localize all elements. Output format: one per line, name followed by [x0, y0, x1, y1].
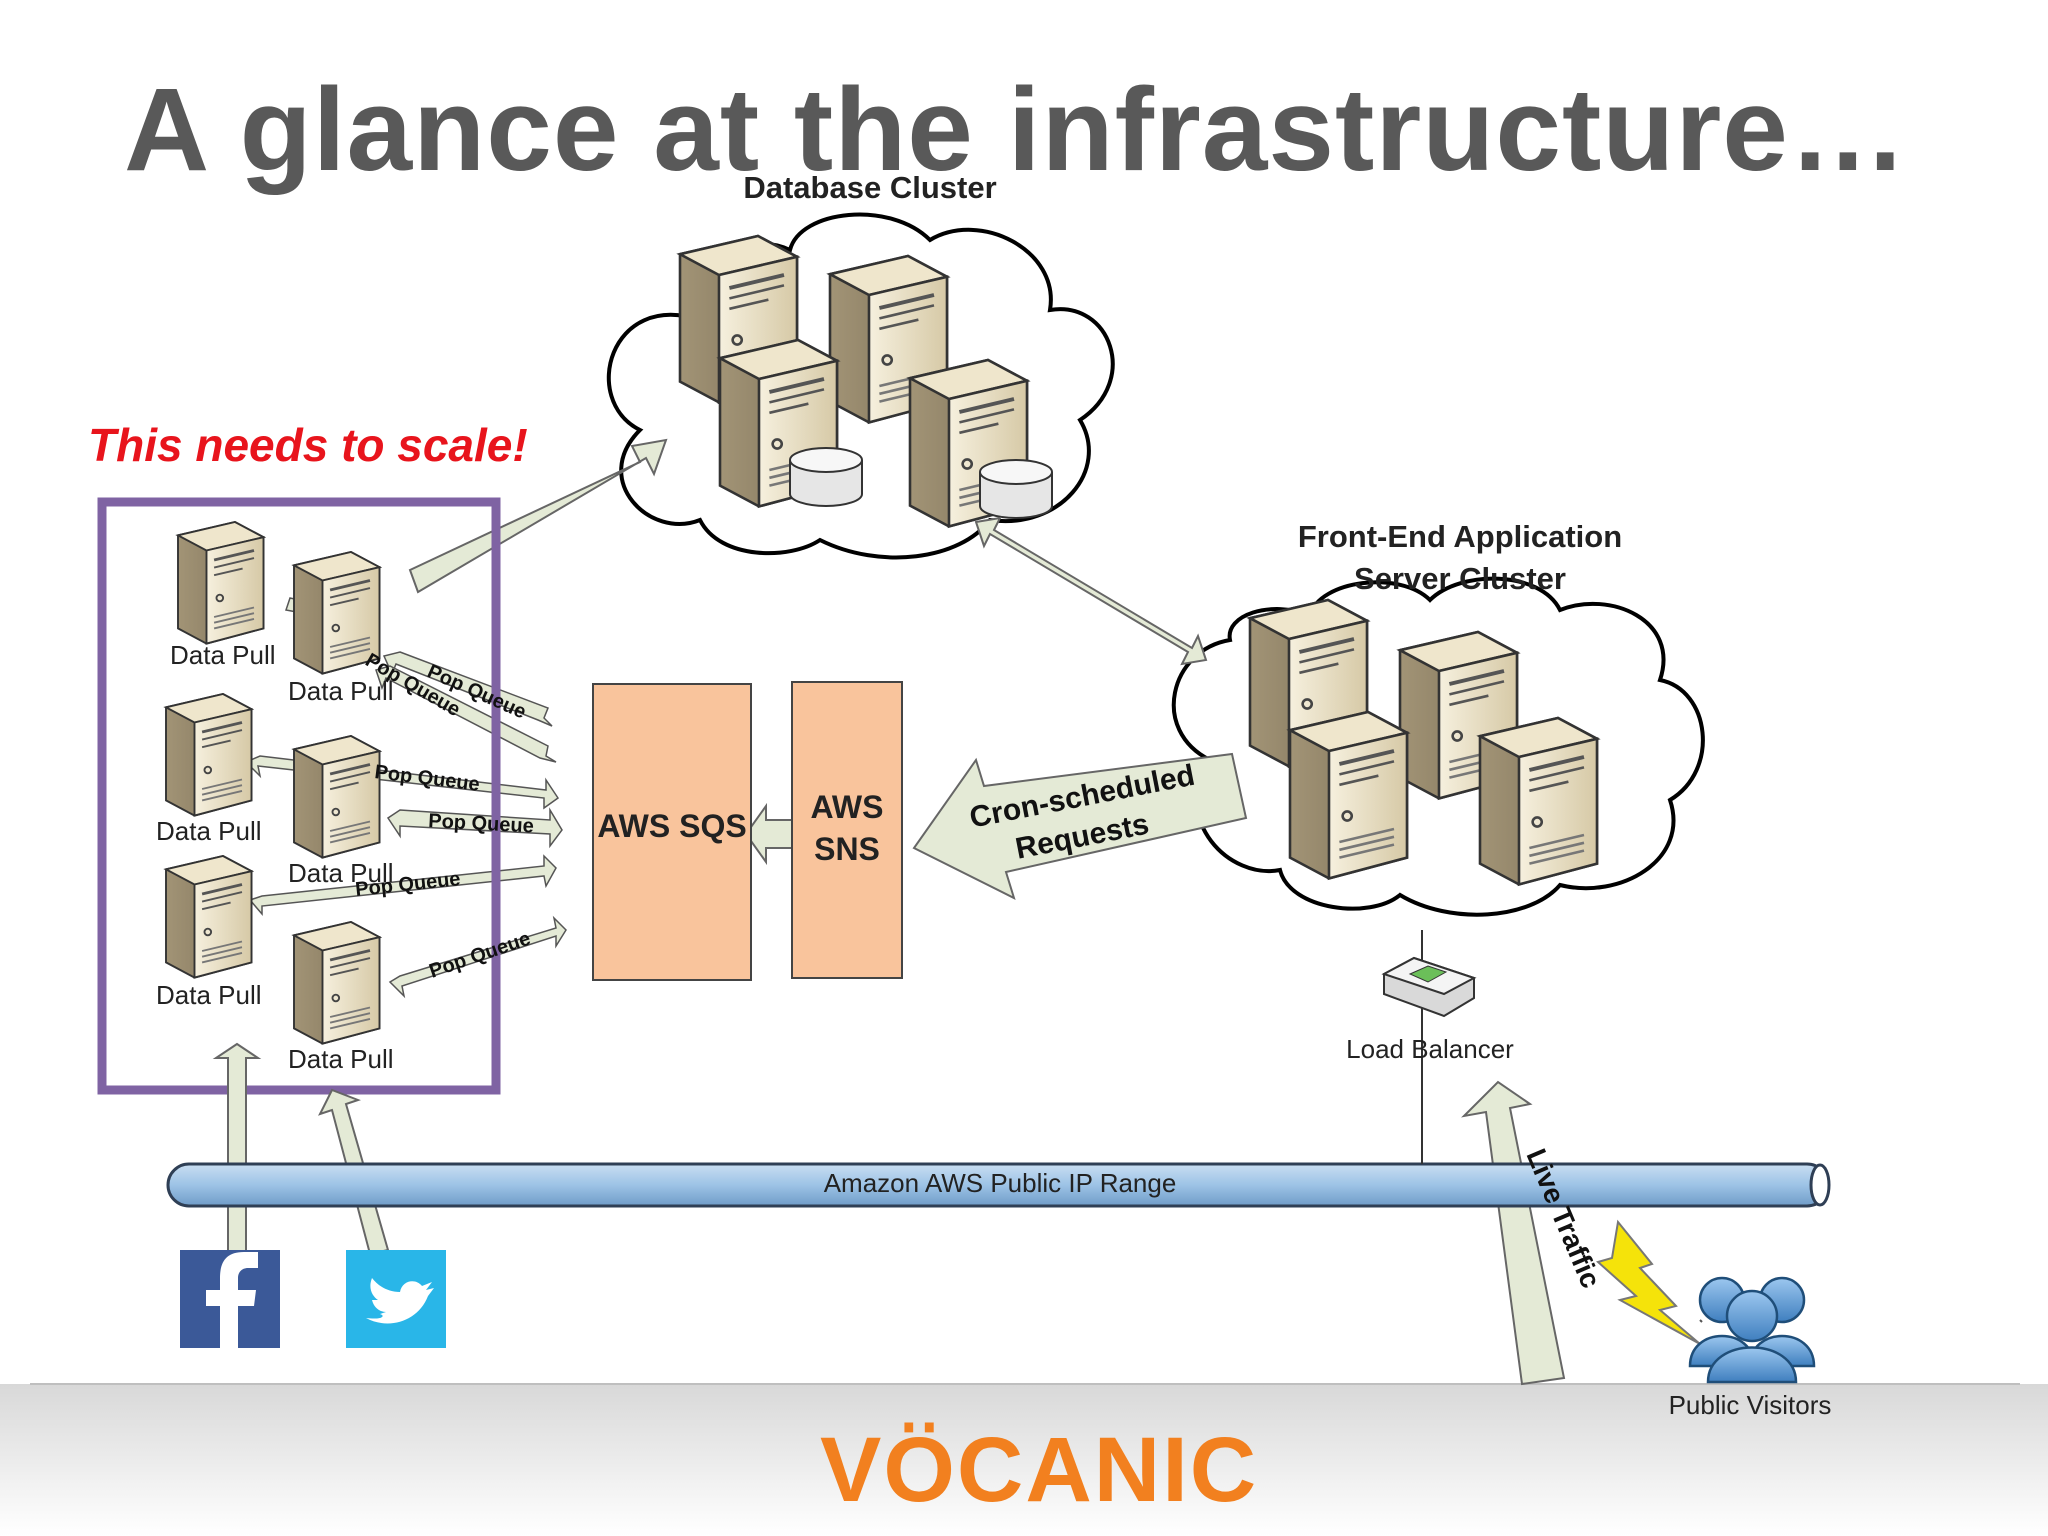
data-pull-label-6: Data Pull [288, 1044, 394, 1074]
aws-sns-box [791, 681, 903, 979]
data-pull-label-1: Data Pull [170, 640, 276, 670]
footer-band [0, 1384, 2048, 1536]
aws-sqs-label: AWS SQS [597, 808, 747, 844]
public-visitors-label: Public Visitors [1668, 1390, 1832, 1420]
scale-note: This needs to scale! [88, 419, 528, 471]
frontend-cluster-label: Front-End Application Server Cluster [1240, 516, 1680, 600]
data-pull-label-3: Data Pull [156, 816, 262, 846]
aws-sns-label-line1: AWS [810, 789, 884, 825]
pop-queue-label-3: Pop Queue [373, 761, 480, 796]
lightning-icon [1595, 1219, 1701, 1345]
arrow-facebook-up [212, 1042, 262, 1255]
aws-sns-label: AWS SNS [792, 786, 902, 870]
frontend-label-line2: Server Cluster [1354, 561, 1566, 596]
pop-queue-label-6: Pop Queue [426, 928, 533, 983]
data-pull-label-4: Data Pull [288, 858, 394, 888]
facebook-icon [180, 1250, 280, 1348]
aws-sqs-box [592, 683, 752, 981]
frontend-label-line1: Front-End Application [1297, 519, 1623, 554]
vocanic-logo: VÖCANIC [820, 1419, 1259, 1521]
arrow-to-database [408, 438, 668, 594]
data-pull-label-5: Data Pull [156, 980, 262, 1010]
slide-title: A glance at the infrastructure… [124, 64, 1908, 196]
arrow-live-traffic [1461, 1080, 1566, 1386]
database-cluster-label: Database Cluster [743, 170, 997, 205]
data-pull-label-2: Data Pull [288, 676, 394, 706]
users-icon [1688, 1276, 1816, 1384]
arrow-cron-requests [912, 752, 1248, 900]
scale-boundary-box [97, 497, 501, 1095]
aws-sns-label-line2: SNS [814, 831, 880, 867]
pop-queue-arrows [244, 597, 567, 999]
arrow-db-frontend [974, 516, 1208, 666]
router-icon [1381, 956, 1477, 1018]
public-ip-range-label: Amazon AWS Public IP Range [823, 1168, 1177, 1198]
twitter-icon [346, 1250, 446, 1348]
pop-queue-label-4: Pop Queue [428, 810, 535, 837]
load-balancer-label: Load Balancer [1346, 1034, 1514, 1064]
